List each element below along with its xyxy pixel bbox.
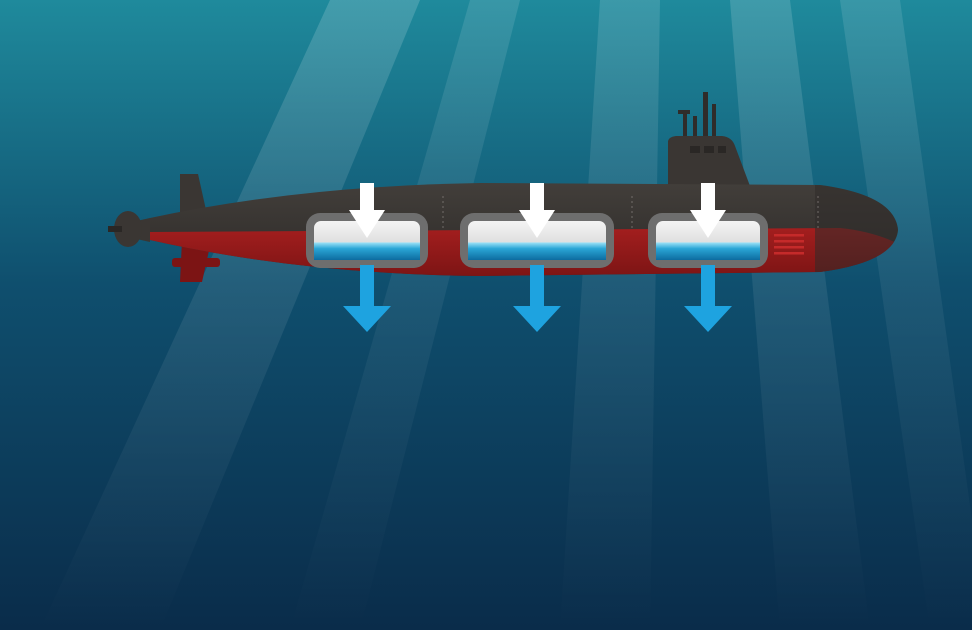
air-in-arrow (519, 183, 555, 238)
ballast-tank (306, 213, 428, 268)
water-out-arrow (343, 265, 391, 332)
air-in-arrow (349, 183, 385, 238)
water-out-arrow (684, 265, 732, 332)
propeller (108, 211, 150, 247)
tank-water (314, 242, 420, 260)
conning-tower (668, 136, 750, 186)
light-rays (40, 0, 972, 630)
flow-arrows (343, 183, 732, 332)
tank-water (468, 242, 606, 260)
ballast-tank (648, 213, 768, 268)
upper-rudder (180, 174, 206, 214)
air-in-arrow (690, 183, 726, 238)
ballast-tanks (306, 213, 768, 268)
periscope-masts (678, 92, 716, 146)
ballast-tank (460, 213, 614, 268)
water-out-arrow (513, 265, 561, 332)
tank-water (656, 242, 760, 260)
